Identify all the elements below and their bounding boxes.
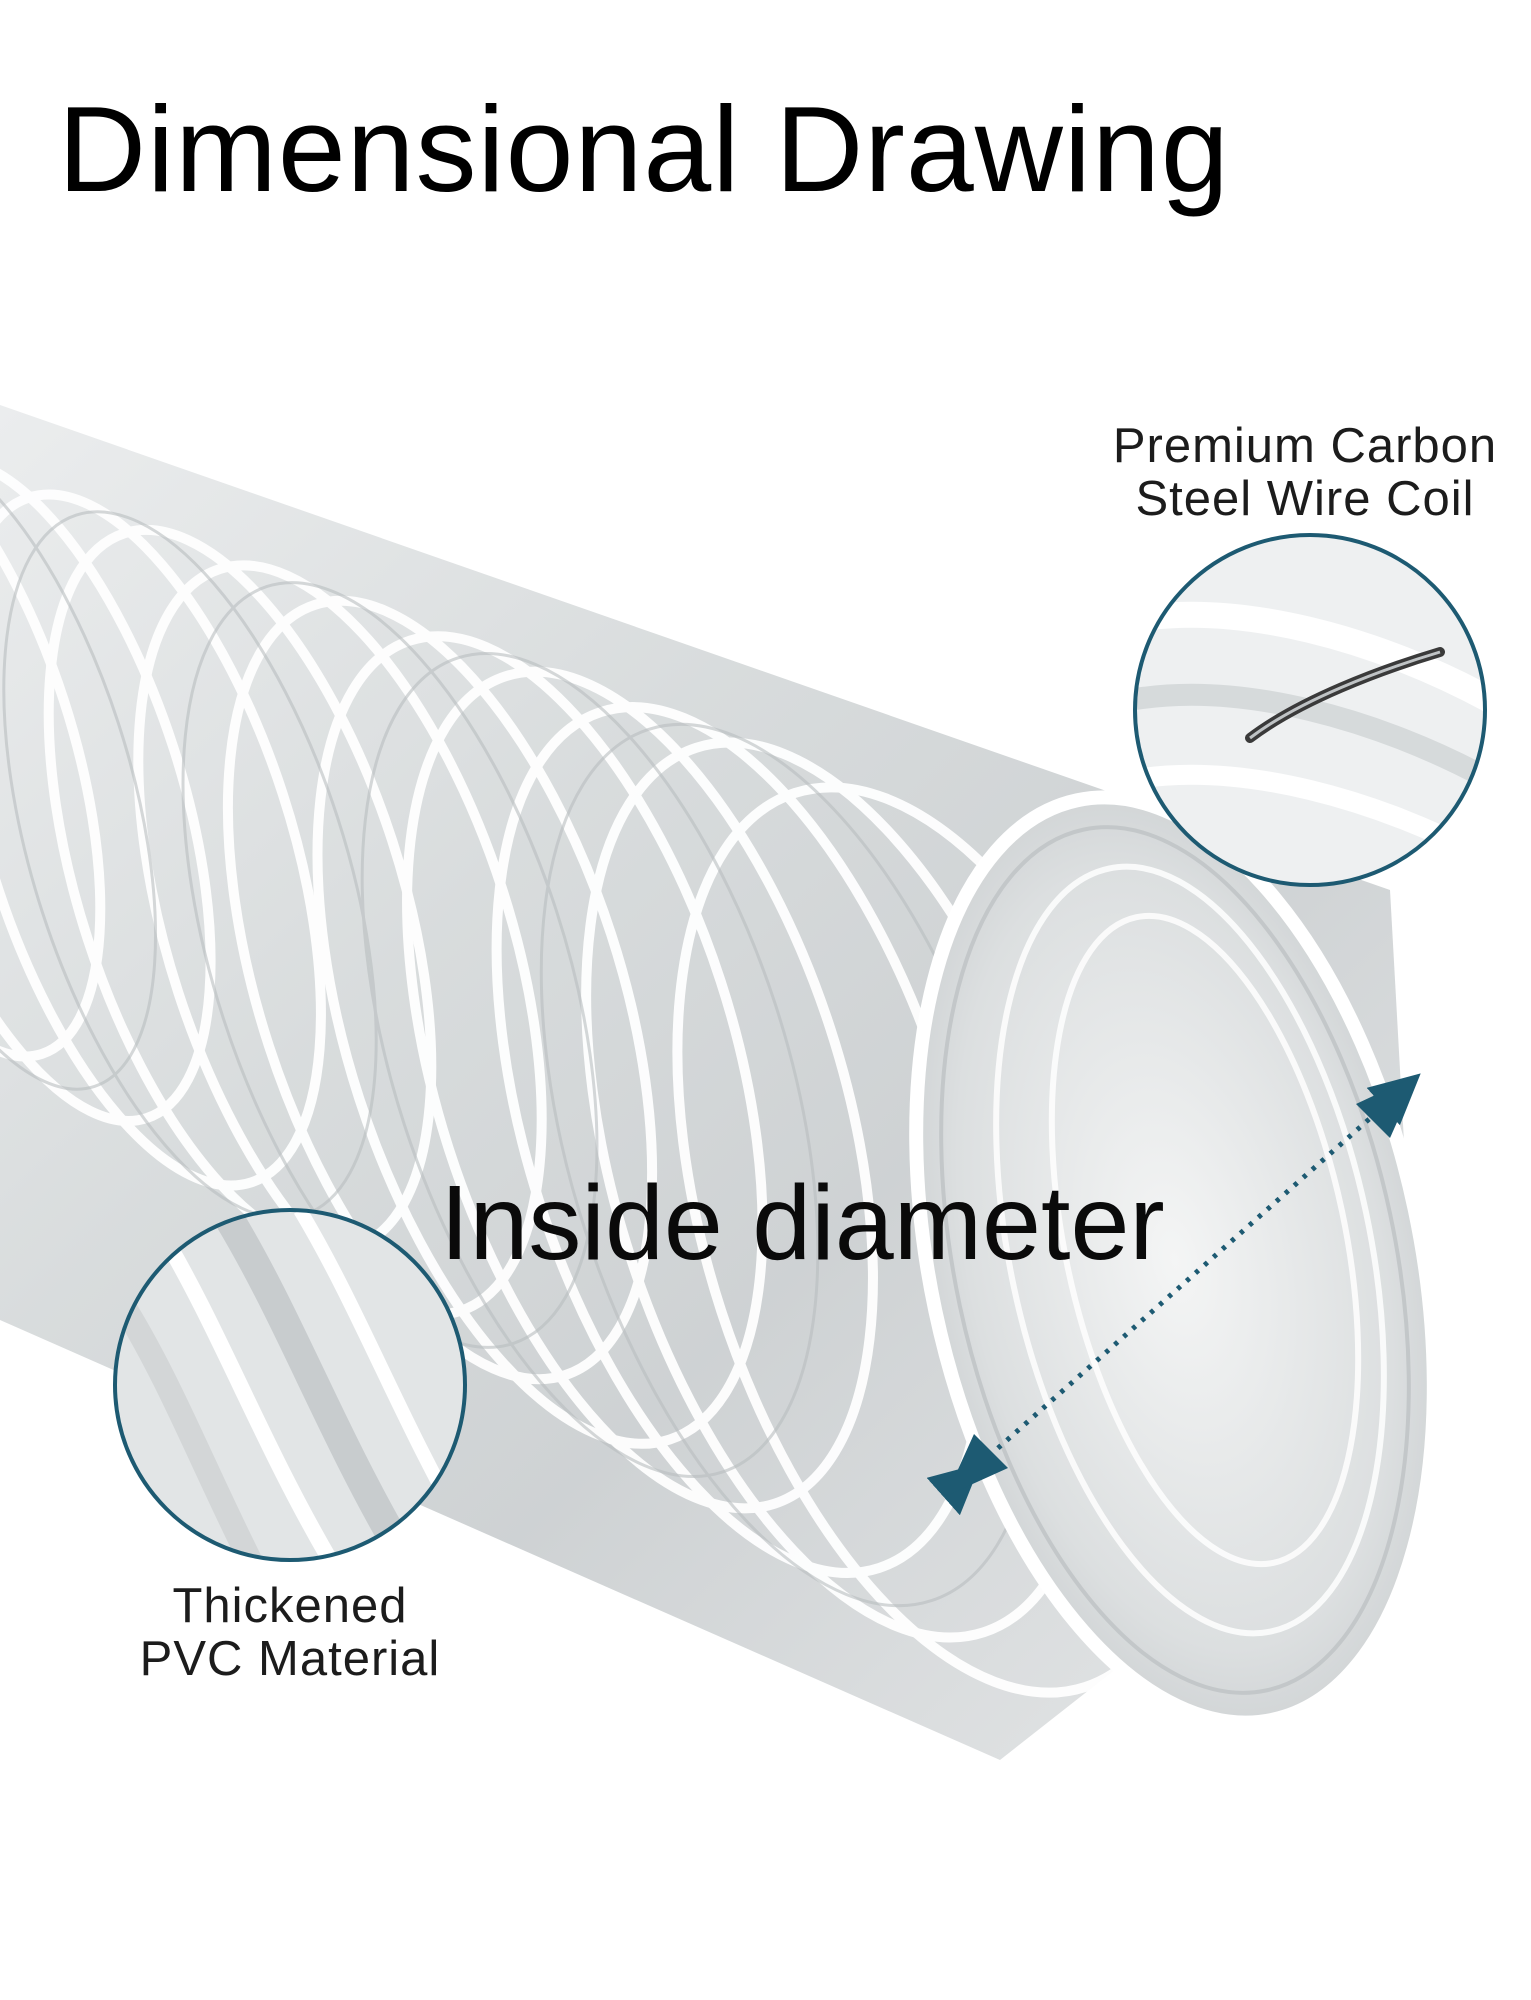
steel-wire-label-line1: Premium Carbon xyxy=(1112,419,1498,473)
diameter-dimension-line xyxy=(926,1073,1421,1516)
arrowhead-lower-icon xyxy=(946,1434,1008,1496)
steel-wire-magnifier xyxy=(1133,533,1487,887)
arrowhead-upper-icon xyxy=(1356,1075,1418,1138)
steel-wire-callout-label: Premium Carbon Steel Wire Coil xyxy=(1080,420,1530,526)
inside-diameter-label: Inside diameter xyxy=(440,1164,1165,1282)
steel-wire-label-line2: Steel Wire Coil xyxy=(1135,471,1475,526)
page-title: Dimensional Drawing xyxy=(58,81,1230,217)
pvc-callout-label: Thickened PVC Material xyxy=(100,1580,480,1686)
pvc-magnifier xyxy=(113,1208,467,1562)
pvc-label-line2: PVC Material xyxy=(139,1631,441,1686)
pvc-label-line1: Thickened xyxy=(172,1579,408,1633)
